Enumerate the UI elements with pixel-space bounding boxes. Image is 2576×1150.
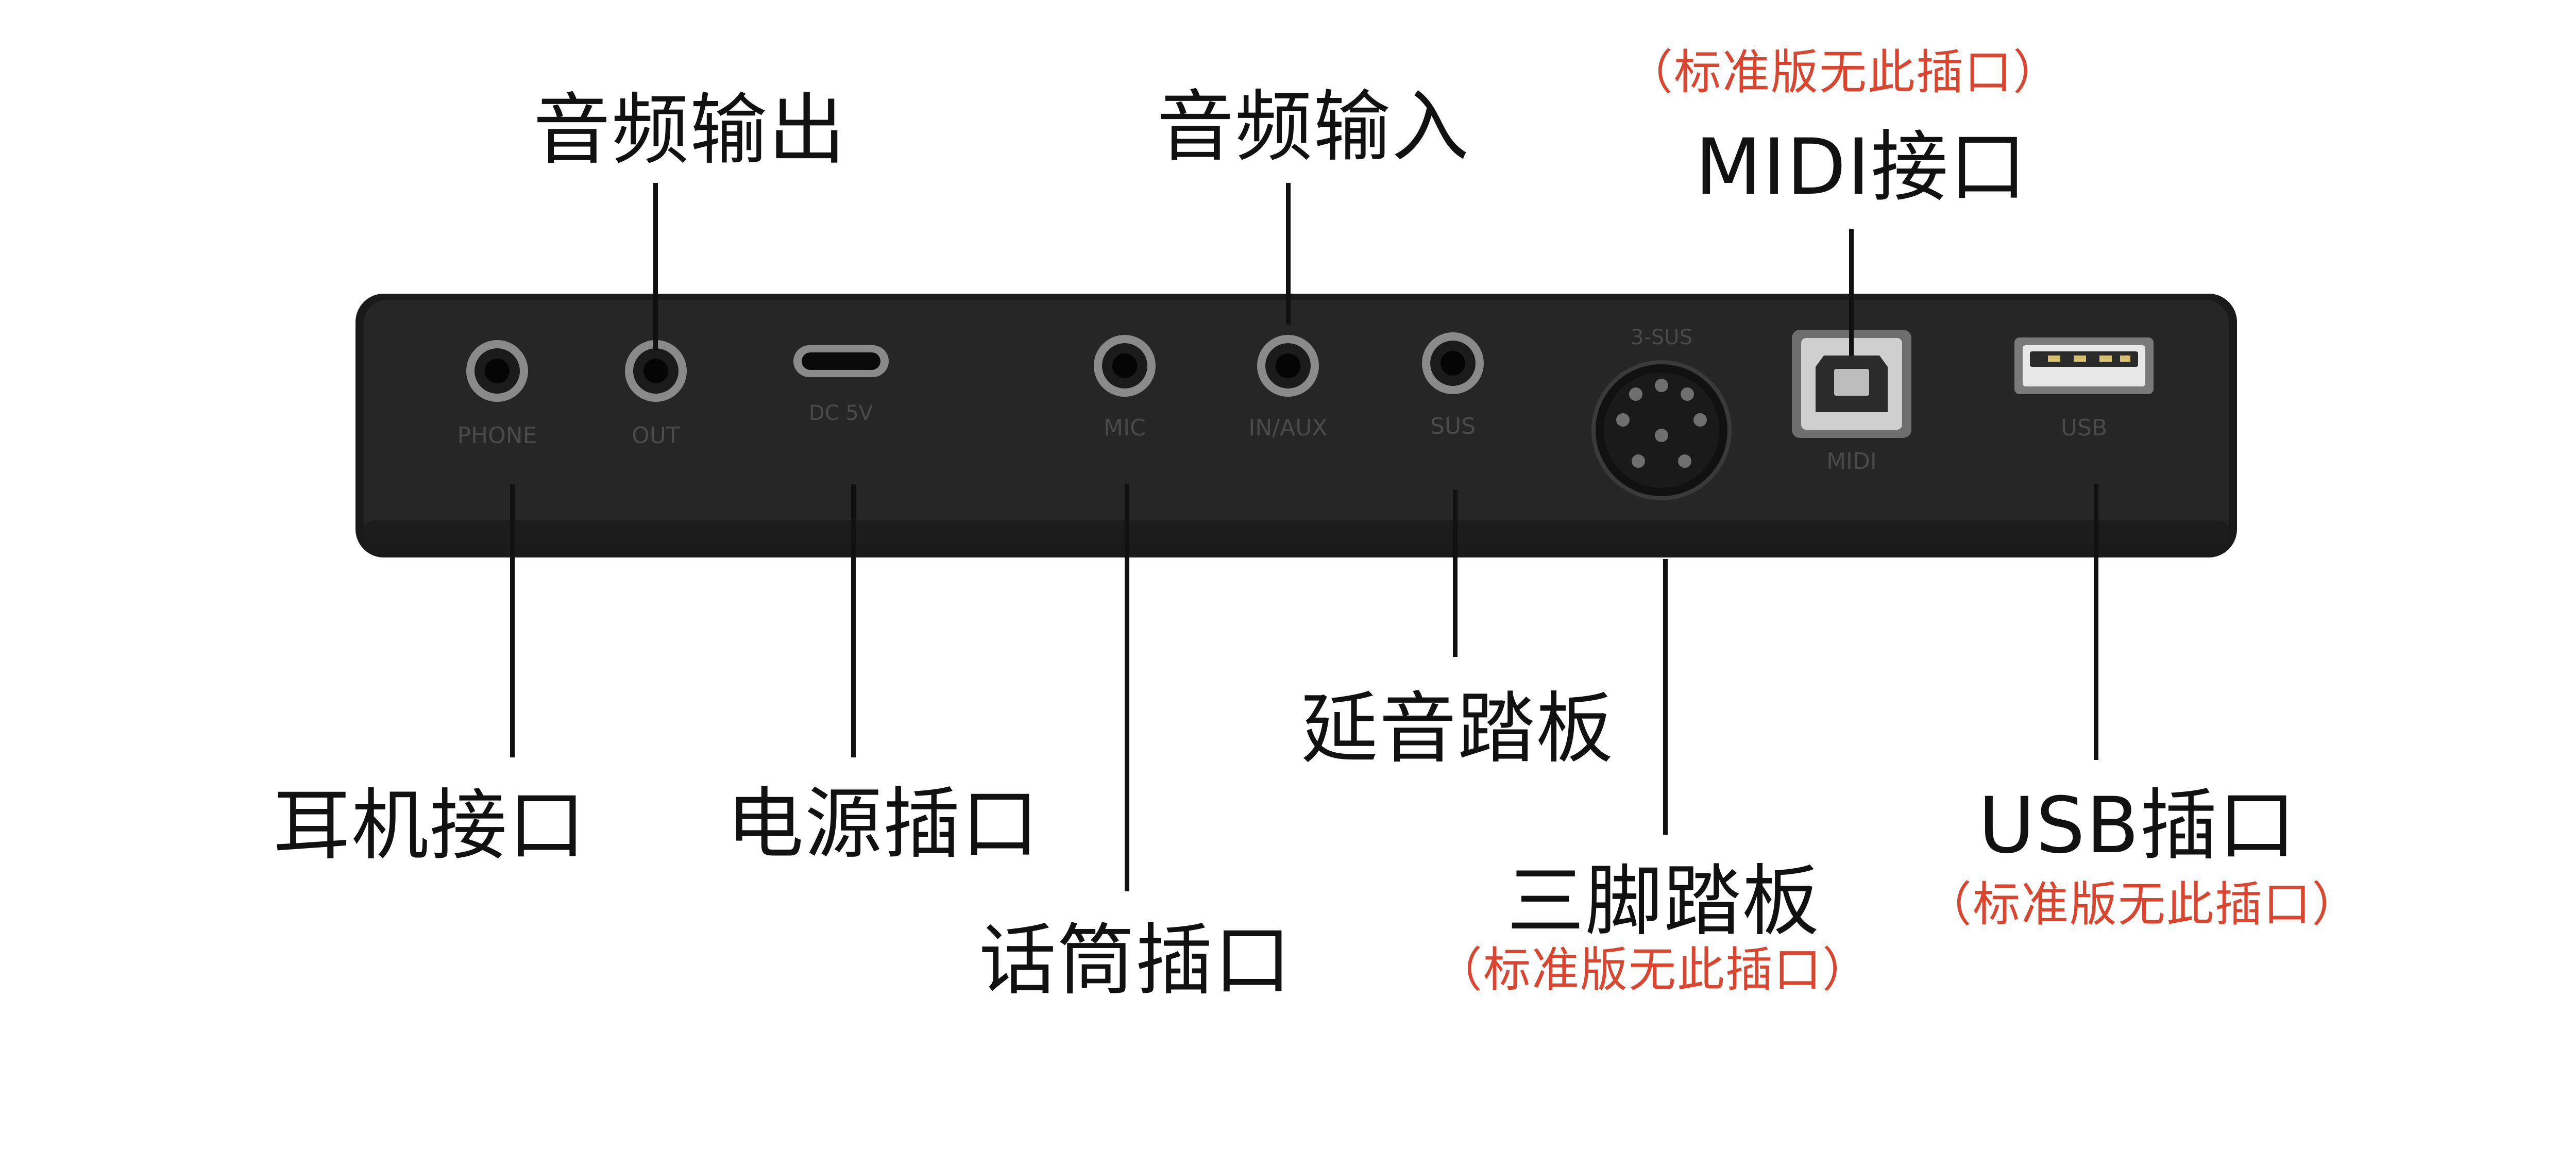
panel-lower-edge — [364, 520, 2229, 544]
leader-audio-in — [1286, 183, 1291, 325]
panel-sus3-text: 3-SUS — [1631, 326, 1692, 349]
label-audio-in: 音频输入 — [1157, 82, 1470, 172]
leader-power — [851, 484, 856, 757]
label-usb: USB插口 — [1978, 781, 2297, 871]
usb-a-port-icon — [2014, 337, 2154, 394]
panel-power-text: DC 5V — [809, 401, 873, 425]
triple-pedal-din-port-icon — [1591, 360, 1732, 500]
leader-usb — [2094, 484, 2098, 760]
label-mic: 话筒插口 — [979, 916, 1293, 1006]
label-power: 电源插口 — [726, 780, 1040, 869]
label-audio-out: 音频输出 — [533, 86, 847, 175]
leader-midi — [1849, 229, 1854, 356]
audio-out-jack-icon — [625, 340, 687, 402]
leader-audio-out — [653, 183, 658, 350]
panel-in-text: IN/AUX — [1248, 415, 1327, 441]
panel-out-text: OUT — [632, 422, 680, 449]
mic-jack-icon — [1094, 335, 1156, 397]
panel-phone-text: PHONE — [457, 422, 537, 449]
panel-midi-text: MIDI — [1826, 448, 1877, 475]
leader-sustain — [1453, 489, 1458, 657]
panel-mic-text: MIC — [1104, 415, 1146, 441]
label-midi-note: （标准版无此插口） — [1625, 45, 2062, 100]
panel-usb-text: USB — [2061, 415, 2107, 441]
audio-in-jack-icon — [1257, 335, 1319, 397]
leader-mic — [1125, 484, 1129, 891]
label-usb-note: （标准版无此插口） — [1924, 877, 2361, 932]
usb-c-power-port-icon — [793, 345, 889, 377]
headphone-jack-icon — [466, 340, 528, 402]
leader-triple-pedal — [1663, 559, 1668, 835]
label-headphone: 耳机接口 — [273, 781, 587, 871]
label-midi: MIDI接口 — [1695, 123, 2028, 212]
leader-headphone — [510, 484, 515, 757]
midi-usb-b-port-icon — [1792, 330, 1911, 438]
label-triple-pedal-note: （标准版无此插口） — [1435, 942, 1871, 997]
sustain-jack-icon — [1422, 332, 1484, 394]
panel-sus-text: SUS — [1430, 413, 1476, 439]
label-sustain: 延音踏板 — [1301, 684, 1615, 774]
label-triple-pedal: 三脚踏板 — [1507, 857, 1821, 946]
